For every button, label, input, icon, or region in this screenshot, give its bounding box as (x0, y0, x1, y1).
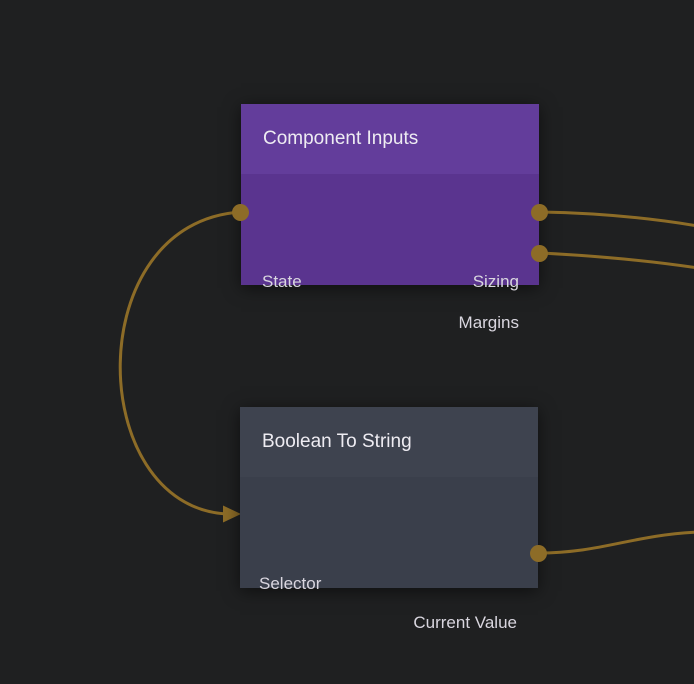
node-component-inputs-header[interactable]: Component Inputs (241, 104, 539, 174)
node-title: Component Inputs (263, 128, 419, 149)
port-sizing[interactable] (531, 204, 548, 221)
node-title: Boolean To String (262, 431, 412, 452)
wire-state-to-selector[interactable] (118, 210, 243, 516)
wire-margins-offscreen[interactable] (539, 251, 694, 269)
node-boolean-to-string[interactable]: Boolean To String Selector Current Value (240, 407, 547, 632)
node-boolean-to-string-header[interactable]: Boolean To String (240, 407, 538, 477)
port-state[interactable] (232, 204, 249, 221)
input-label-selector: Selector (259, 574, 322, 593)
port-margins[interactable] (531, 245, 548, 262)
input-label-state: State (262, 272, 302, 291)
output-label-current-value: Current Value (413, 613, 517, 632)
port-current-value[interactable] (530, 545, 547, 562)
output-label-sizing: Sizing (472, 272, 519, 291)
wire-current-value-offscreen[interactable] (536, 530, 694, 555)
wire-sizing-offscreen[interactable] (539, 210, 694, 227)
output-label-margins: Margins (458, 313, 519, 332)
wire-arrowhead-selector (223, 505, 241, 523)
node-component-inputs[interactable]: Component Inputs State Sizing Margins (232, 104, 548, 332)
